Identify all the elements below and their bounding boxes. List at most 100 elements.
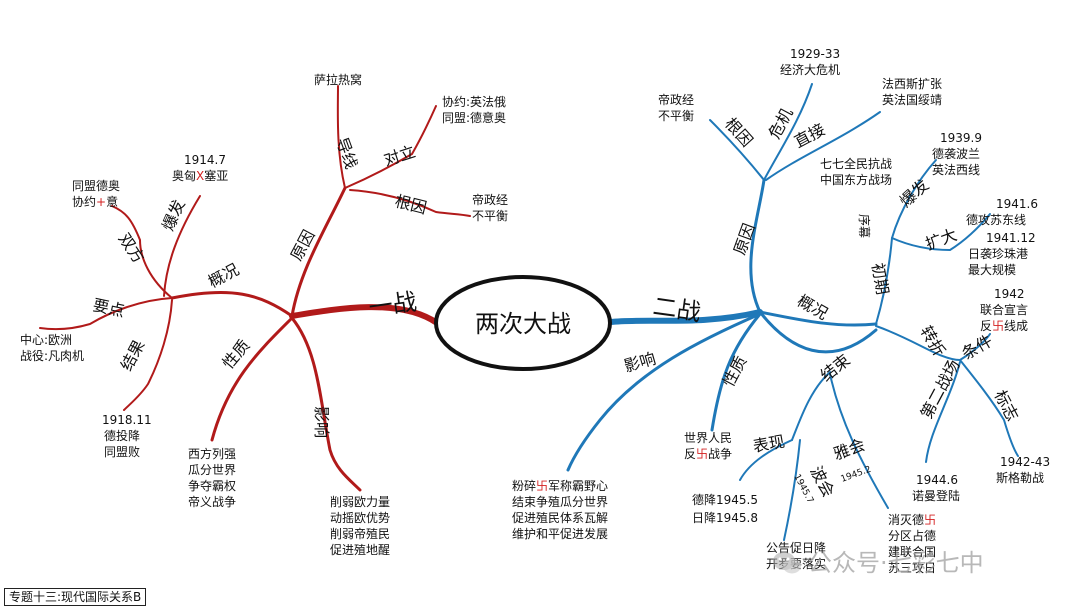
ww2-tiaojian-text3: 反卐线成: [980, 319, 1028, 333]
ww2-xingzhi-text1: 世界人民: [684, 431, 732, 445]
ww2-dier-text1: 1944.6: [916, 473, 958, 487]
ww2-chuqi-label: 初期: [868, 261, 892, 296]
center-node: [434, 275, 612, 371]
ww2-branch-genyin: [709, 119, 765, 181]
ww1-genyin-text2: 不平衡: [472, 209, 508, 223]
ww2-zhijie-text2: 英法国绥靖: [882, 93, 942, 107]
ww2-kuoda-text4: 日袭珍珠港: [968, 246, 1028, 261]
ww1-xingzhi-text1: 西方列强: [188, 446, 236, 461]
ww2-dier-text2: 诺曼登陆: [912, 488, 960, 503]
ww1-baofa-text2: 奥匈X塞亚: [172, 168, 228, 183]
ww2-branch-yahui: [829, 373, 889, 509]
ww1-branch-shuangfang: [111, 205, 173, 299]
footer-label: 专题十三:现代国际关系B: [4, 588, 147, 606]
ww2-branch-chuqi: [875, 237, 893, 325]
ww1-baofa-label: 爆发: [158, 197, 188, 234]
ww2-branch-jieshu-sub: [791, 371, 831, 441]
ww1-saraj-label: 萨拉热窝: [314, 72, 362, 87]
ww1-xingzhi-text3: 争夺霸权: [188, 479, 236, 493]
ww2-yahui-text2: 分区占德: [888, 528, 936, 543]
ww2-zhuanzhe-label: 转折: [917, 323, 949, 360]
ww2-branch-kuoda: [891, 213, 991, 252]
ww1-jieguo-label: 结果: [117, 337, 149, 374]
ww2-branch-biaoxian: [739, 439, 793, 481]
ww2-botan-text1: 公告促日降: [766, 541, 826, 555]
ww2-baofa-text2: 德袭波兰: [932, 146, 980, 161]
ww2-branch-biaozhi: [959, 359, 1019, 457]
ww1-xingzhi-text4: 帝义战争: [188, 494, 236, 509]
ww2-yingxiang-text4: 维护和平促进发展: [512, 526, 608, 541]
ww1-branch-xingzhi: [210, 316, 294, 442]
ww2-kuoda-text1: 1941.6: [996, 197, 1038, 211]
ww1-branch-genyin: [349, 189, 471, 217]
ww1-branch-gaikuang: [170, 290, 294, 318]
ww2-tiaojian-text1: 1942: [994, 287, 1025, 301]
ww1-yaodian-label: 要点: [91, 295, 126, 320]
ww2-branch-weiji: [763, 83, 813, 181]
ww1-yingxiang-label: 影响: [312, 406, 331, 438]
ww2-baofa-label: 爆发: [896, 175, 933, 211]
ww2-yingxiang-text2: 结束争殖瓜分世界: [512, 494, 608, 509]
ww2-main-branch: [607, 309, 763, 325]
ww2-branch-jieshu: [758, 310, 878, 354]
ww1-genyin-label: 根因: [393, 191, 429, 217]
ww2-xingzhi-label: 性质: [719, 353, 751, 390]
ww2-baofa-text1: 1939.9: [940, 131, 982, 145]
ww1-branch-daoxian: [336, 85, 346, 189]
ww2-biaozhi-text2: 斯格勒战: [996, 470, 1044, 485]
ww1-branch-yingxiang: [290, 316, 362, 492]
ww2-branch-yingxiang: [566, 312, 762, 472]
ww2-genyin-text2: 不平衡: [658, 109, 694, 123]
ww1-yaodian-text1: 中心:欧洲: [20, 332, 72, 347]
ww1-shuangfang-text1: 同盟德奥: [72, 178, 120, 193]
ww1-yaodian-text2: 战役:凡肉机: [20, 348, 84, 363]
ww1-duili-text2: 同盟:德意奥: [442, 110, 506, 125]
ww1-yingxiang-text1: 削弱欧力量: [330, 495, 390, 509]
ww1-yuanyin-label: 原因: [287, 227, 319, 264]
ww1-main-branch: [289, 304, 440, 326]
ww2-yahui-text4: 苏三攻日: [888, 561, 936, 575]
ww2-yingxiang-text1: 粉碎卐军称霸野心: [512, 478, 608, 493]
ww1-gaikuang-label: 概况: [205, 260, 242, 292]
ww2-branch-botan: [783, 439, 801, 541]
ww1-duili-text1: 协约:英法俄: [442, 94, 506, 109]
ww2-tiaojian-label: 条件: [959, 331, 996, 363]
ww1-yingxiang-text2: 动摇欧优势: [330, 511, 390, 525]
ww2-qiqi-text1: 七七全民抗战: [820, 156, 892, 171]
ww1-jieguo-text2: 德投降: [104, 428, 140, 443]
ww1-jieguo-text3: 同盟败: [104, 444, 140, 459]
ww2-qiqi-text2: 中国东方战场: [820, 172, 892, 187]
ww1-duili-label: 对立: [381, 142, 417, 170]
ww1-yingxiang-text4: 促进殖地醒: [330, 542, 390, 557]
ww2-kuoda-label: 扩大: [923, 225, 960, 254]
ww1-title: 一战: [367, 288, 418, 322]
ww2-branches: [566, 83, 1019, 541]
ww2-branch-gaikuang: [758, 310, 878, 327]
ww2-branch-zhijie: [765, 111, 881, 181]
ww1-genyin-text1: 帝政经: [472, 192, 508, 207]
ww2-weiji-text2: 经济大危机: [780, 62, 840, 77]
ww1-branch-yuanyin: [290, 186, 347, 318]
ww2-kuoda-text3: 1941.12: [986, 231, 1036, 245]
ww2-kuoda-text2: 德攻苏东线: [966, 212, 1026, 227]
ww1-branch-yaodian: [39, 297, 173, 331]
ww2-baofa-text3: 英法西线: [932, 163, 980, 177]
ww2-yuanyin-label: 原因: [730, 221, 759, 258]
ww2-xingzhi-text2: 反卐战争: [684, 447, 732, 461]
ww1-shuangfang-text2: 协约+意: [72, 194, 118, 209]
ww1-daoxian-label: 导线: [332, 135, 361, 172]
ww1-branch-duili: [344, 105, 437, 189]
ww1-jieguo-text1: 1918.11: [102, 413, 152, 427]
ww2-genyin-text1: 帝政经: [658, 92, 694, 107]
ww2-zhijie-text1: 法西斯扩张: [882, 77, 942, 91]
ww1-branch-jieguo: [123, 299, 173, 411]
ww1-labels: 一战 原因 导线 萨拉热窝 对立 协约:英法俄 同盟:德意奥 根因 帝政经 不平…: [20, 72, 508, 557]
watermark: 公众号·七彩七中: [808, 549, 984, 577]
ww2-biaoxian-text2: 日降1945.8: [692, 511, 758, 525]
ww2-tiaojian-text2: 联合宣言: [980, 302, 1028, 317]
ww2-branch-dierzhanchang: [925, 361, 961, 463]
ww2-weiji-text1: 1929-33: [790, 47, 840, 61]
wechat-icon: [773, 552, 801, 574]
ww2-dierzhanchang-label: 第二战场: [917, 356, 964, 421]
